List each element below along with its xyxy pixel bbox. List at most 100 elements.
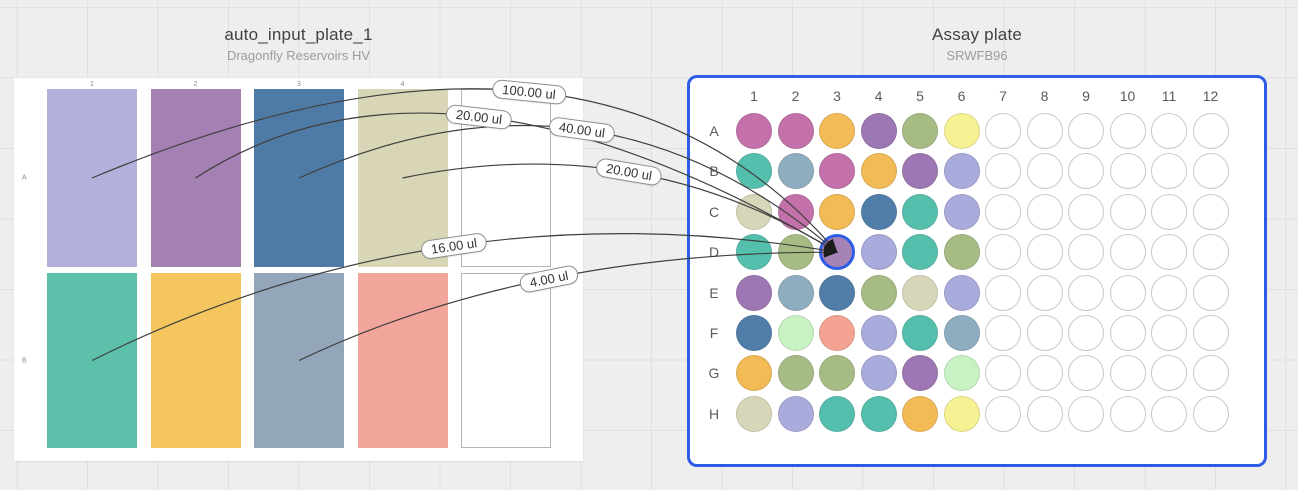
well-G1[interactable] bbox=[736, 355, 772, 392]
well-E6[interactable] bbox=[943, 274, 980, 311]
well-H1[interactable] bbox=[736, 395, 772, 432]
well-D9[interactable] bbox=[1068, 234, 1104, 271]
well-H9[interactable] bbox=[1068, 395, 1104, 432]
well-E1[interactable] bbox=[736, 274, 772, 311]
well-A9[interactable] bbox=[1068, 113, 1104, 149]
well-B9[interactable] bbox=[1068, 153, 1104, 190]
well-D12[interactable] bbox=[1192, 234, 1229, 271]
well-H3[interactable] bbox=[819, 395, 855, 432]
well-E5[interactable] bbox=[902, 274, 938, 311]
well-H5[interactable] bbox=[902, 395, 938, 432]
well-F7[interactable] bbox=[985, 315, 1021, 351]
reservoir-A2[interactable] bbox=[150, 89, 241, 267]
well-A1[interactable] bbox=[736, 113, 772, 149]
well-F11[interactable] bbox=[1151, 315, 1187, 351]
well-A7[interactable] bbox=[985, 113, 1021, 149]
well-E8[interactable] bbox=[1026, 274, 1063, 311]
well-C7[interactable] bbox=[985, 193, 1021, 230]
well-H8[interactable] bbox=[1026, 395, 1063, 432]
well-G4[interactable] bbox=[860, 355, 897, 392]
well-C6[interactable] bbox=[943, 193, 980, 230]
well-A10[interactable] bbox=[1109, 113, 1146, 149]
well-C3[interactable] bbox=[819, 193, 855, 230]
well-H4[interactable] bbox=[860, 395, 897, 432]
well-B10[interactable] bbox=[1109, 153, 1146, 190]
well-F8[interactable] bbox=[1026, 315, 1063, 351]
well-A6[interactable] bbox=[943, 113, 980, 149]
well-C8[interactable] bbox=[1026, 193, 1063, 230]
well-F10[interactable] bbox=[1109, 315, 1146, 351]
well-D2[interactable] bbox=[777, 234, 814, 271]
well-F1[interactable] bbox=[736, 315, 772, 351]
well-D10[interactable] bbox=[1109, 234, 1146, 271]
well-C2[interactable] bbox=[777, 193, 814, 230]
well-D11[interactable] bbox=[1151, 234, 1187, 271]
well-G2[interactable] bbox=[777, 355, 814, 392]
well-H7[interactable] bbox=[985, 395, 1021, 432]
well-G3[interactable] bbox=[819, 355, 855, 392]
well-H12[interactable] bbox=[1192, 395, 1229, 432]
well-H10[interactable] bbox=[1109, 395, 1146, 432]
well-B5[interactable] bbox=[902, 153, 938, 190]
well-D6[interactable] bbox=[943, 234, 980, 271]
reservoir-A1[interactable] bbox=[47, 89, 137, 267]
well-H6[interactable] bbox=[943, 395, 980, 432]
reservoir-B2[interactable] bbox=[150, 273, 241, 448]
well-G12[interactable] bbox=[1192, 355, 1229, 392]
well-B6[interactable] bbox=[943, 153, 980, 190]
well-G6[interactable] bbox=[943, 355, 980, 392]
well-D8[interactable] bbox=[1026, 234, 1063, 271]
well-C5[interactable] bbox=[902, 193, 938, 230]
well-A3[interactable] bbox=[819, 113, 855, 149]
well-E2[interactable] bbox=[777, 274, 814, 311]
well-B12[interactable] bbox=[1192, 153, 1229, 190]
well-F2[interactable] bbox=[777, 315, 814, 351]
well-E3[interactable] bbox=[819, 274, 855, 311]
well-B7[interactable] bbox=[985, 153, 1021, 190]
well-E7[interactable] bbox=[985, 274, 1021, 311]
well-G9[interactable] bbox=[1068, 355, 1104, 392]
well-F12[interactable] bbox=[1192, 315, 1229, 351]
well-B3[interactable] bbox=[819, 153, 855, 190]
well-C4[interactable] bbox=[860, 193, 897, 230]
reservoir-B1[interactable] bbox=[47, 273, 137, 448]
well-B11[interactable] bbox=[1151, 153, 1187, 190]
well-C9[interactable] bbox=[1068, 193, 1104, 230]
well-A11[interactable] bbox=[1151, 113, 1187, 149]
well-H2[interactable] bbox=[777, 395, 814, 432]
well-D7[interactable] bbox=[985, 234, 1021, 271]
well-F5[interactable] bbox=[902, 315, 938, 351]
well-C10[interactable] bbox=[1109, 193, 1146, 230]
source-plate-card[interactable]: 12345AB bbox=[14, 78, 583, 461]
well-E4[interactable] bbox=[860, 274, 897, 311]
well-F4[interactable] bbox=[860, 315, 897, 351]
reservoir-B4[interactable] bbox=[357, 273, 448, 448]
well-A2[interactable] bbox=[777, 113, 814, 149]
well-B4[interactable] bbox=[860, 153, 897, 190]
well-C11[interactable] bbox=[1151, 193, 1187, 230]
well-D3[interactable] bbox=[819, 234, 855, 271]
well-B2[interactable] bbox=[777, 153, 814, 190]
well-A8[interactable] bbox=[1026, 113, 1063, 149]
well-G8[interactable] bbox=[1026, 355, 1063, 392]
well-E9[interactable] bbox=[1068, 274, 1104, 311]
well-E12[interactable] bbox=[1192, 274, 1229, 311]
well-G7[interactable] bbox=[985, 355, 1021, 392]
reservoir-B5[interactable] bbox=[461, 273, 551, 448]
well-G11[interactable] bbox=[1151, 355, 1187, 392]
well-F9[interactable] bbox=[1068, 315, 1104, 351]
well-H11[interactable] bbox=[1151, 395, 1187, 432]
well-E10[interactable] bbox=[1109, 274, 1146, 311]
well-B8[interactable] bbox=[1026, 153, 1063, 190]
reservoir-A3[interactable] bbox=[254, 89, 344, 267]
well-D4[interactable] bbox=[860, 234, 897, 271]
well-A12[interactable] bbox=[1192, 113, 1229, 149]
well-G10[interactable] bbox=[1109, 355, 1146, 392]
well-D5[interactable] bbox=[902, 234, 938, 271]
reservoir-B3[interactable] bbox=[254, 273, 344, 448]
well-B1[interactable] bbox=[736, 153, 772, 190]
well-F6[interactable] bbox=[943, 315, 980, 351]
well-F3[interactable] bbox=[819, 315, 855, 351]
well-C1[interactable] bbox=[736, 193, 772, 230]
